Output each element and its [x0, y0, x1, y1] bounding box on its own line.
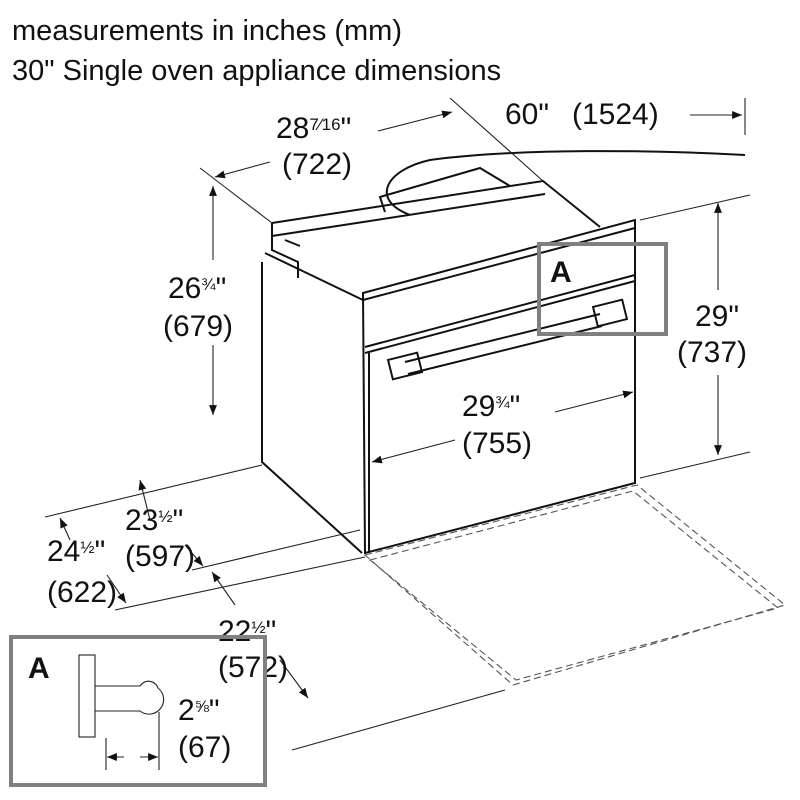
- dimension-depth-overall: 24½" (622): [47, 517, 127, 609]
- svg-text:(755): (755): [462, 427, 532, 460]
- svg-text:(679): (679): [163, 310, 233, 343]
- svg-text:26¾": 26¾": [168, 272, 226, 305]
- svg-text:(722): (722): [282, 148, 352, 181]
- svg-text:23½": 23½": [125, 504, 183, 537]
- door-swing-area: [363, 484, 787, 686]
- callout-label-a: A: [550, 256, 572, 289]
- title-units: measurements in inches (mm): [12, 15, 402, 47]
- callout-frame-a: [537, 242, 668, 336]
- svg-text:(737): (737): [677, 336, 747, 369]
- door-handle: [386, 298, 629, 381]
- svg-text:(572): (572): [218, 651, 288, 684]
- svg-text:(597): (597): [125, 540, 195, 573]
- title-description: 30" Single oven appliance dimensions: [12, 55, 501, 87]
- svg-text:22½": 22½": [218, 615, 276, 648]
- svg-text:29": 29": [695, 300, 739, 333]
- dimension-depth-total: 287⁄16" (722): [199, 97, 544, 224]
- detail-inset-a: A 2⅝" (67): [9, 635, 267, 787]
- dimension-width: 29¾" (755): [371, 390, 634, 464]
- dimension-door-clearance: 22½" (572): [211, 571, 309, 699]
- svg-text:(1524): (1524): [572, 98, 659, 131]
- dimension-cord-length: 60" (1524): [505, 98, 746, 135]
- svg-text:(67): (67): [178, 731, 231, 764]
- dimension-height: 29" (737): [639, 194, 751, 479]
- dimension-height-cutout: 26¾" (679): [163, 186, 233, 415]
- detail-label-a: A: [28, 652, 50, 685]
- oven-illustration: [261, 150, 787, 686]
- svg-text:60": 60": [505, 98, 549, 131]
- svg-text:24½": 24½": [47, 535, 105, 568]
- svg-text:2⅝": 2⅝": [178, 694, 220, 727]
- svg-text:(622): (622): [47, 576, 117, 609]
- svg-text:29¾": 29¾": [462, 390, 520, 423]
- svg-text:287⁄16": 287⁄16": [276, 112, 351, 145]
- dimension-depth-body: 23½" (597): [125, 479, 204, 573]
